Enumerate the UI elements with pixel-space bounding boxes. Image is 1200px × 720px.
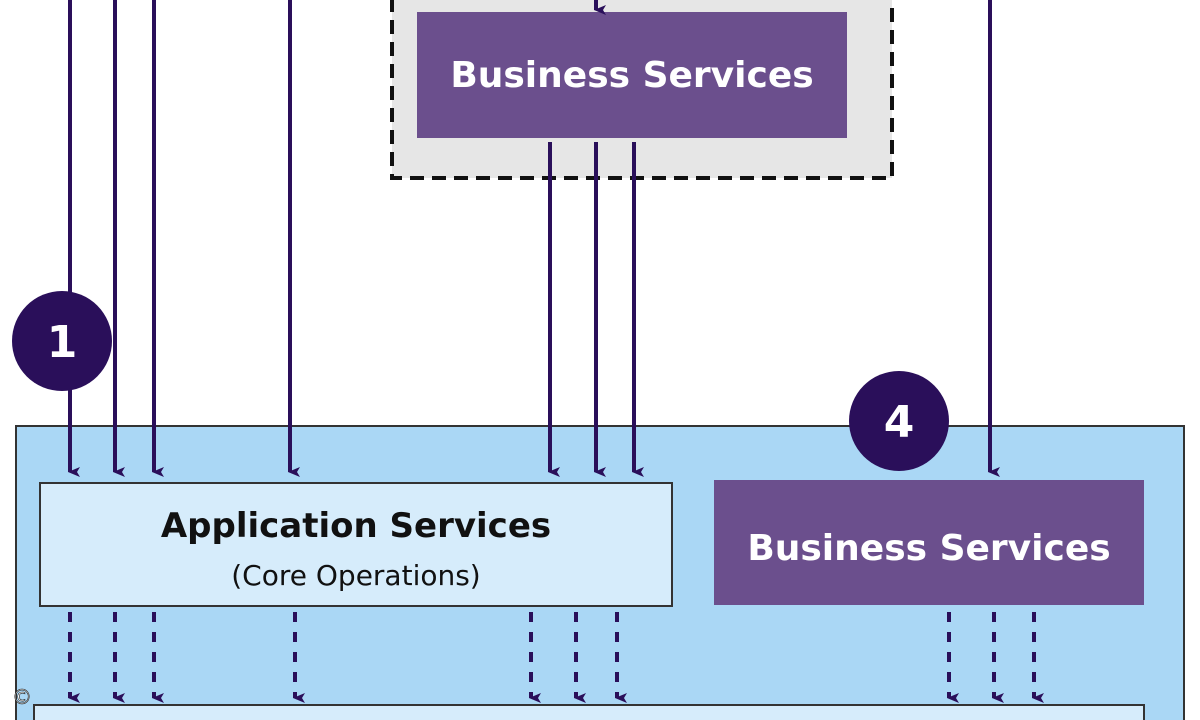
application-services-box-group: Application Services (Core Operations) xyxy=(39,482,673,607)
bottom-layer-box xyxy=(33,704,1145,720)
application-services-title: Application Services xyxy=(161,506,551,546)
badge-1-label: 1 xyxy=(47,317,78,368)
badge-4: 4 xyxy=(849,371,949,471)
badge-4-label: 4 xyxy=(884,397,915,448)
top-service-group: Business Services xyxy=(390,0,894,180)
copyright-mark: © xyxy=(12,685,32,709)
badge-1: 1 xyxy=(12,291,112,391)
top-business-services-label: Business Services xyxy=(450,55,813,96)
right-business-services-box xyxy=(714,480,1144,605)
top-business-services-box xyxy=(417,12,847,138)
application-services-subtitle: (Core Operations) xyxy=(231,559,480,592)
badge-4-circle xyxy=(849,371,949,471)
application-services-box xyxy=(39,482,673,607)
right-business-services-label: Business Services xyxy=(747,528,1110,569)
badge-1-circle xyxy=(12,291,112,391)
dashed-arrows xyxy=(68,612,1044,703)
right-business-services-group: Business Services xyxy=(714,480,1144,605)
solid-arrows xyxy=(68,0,1000,477)
